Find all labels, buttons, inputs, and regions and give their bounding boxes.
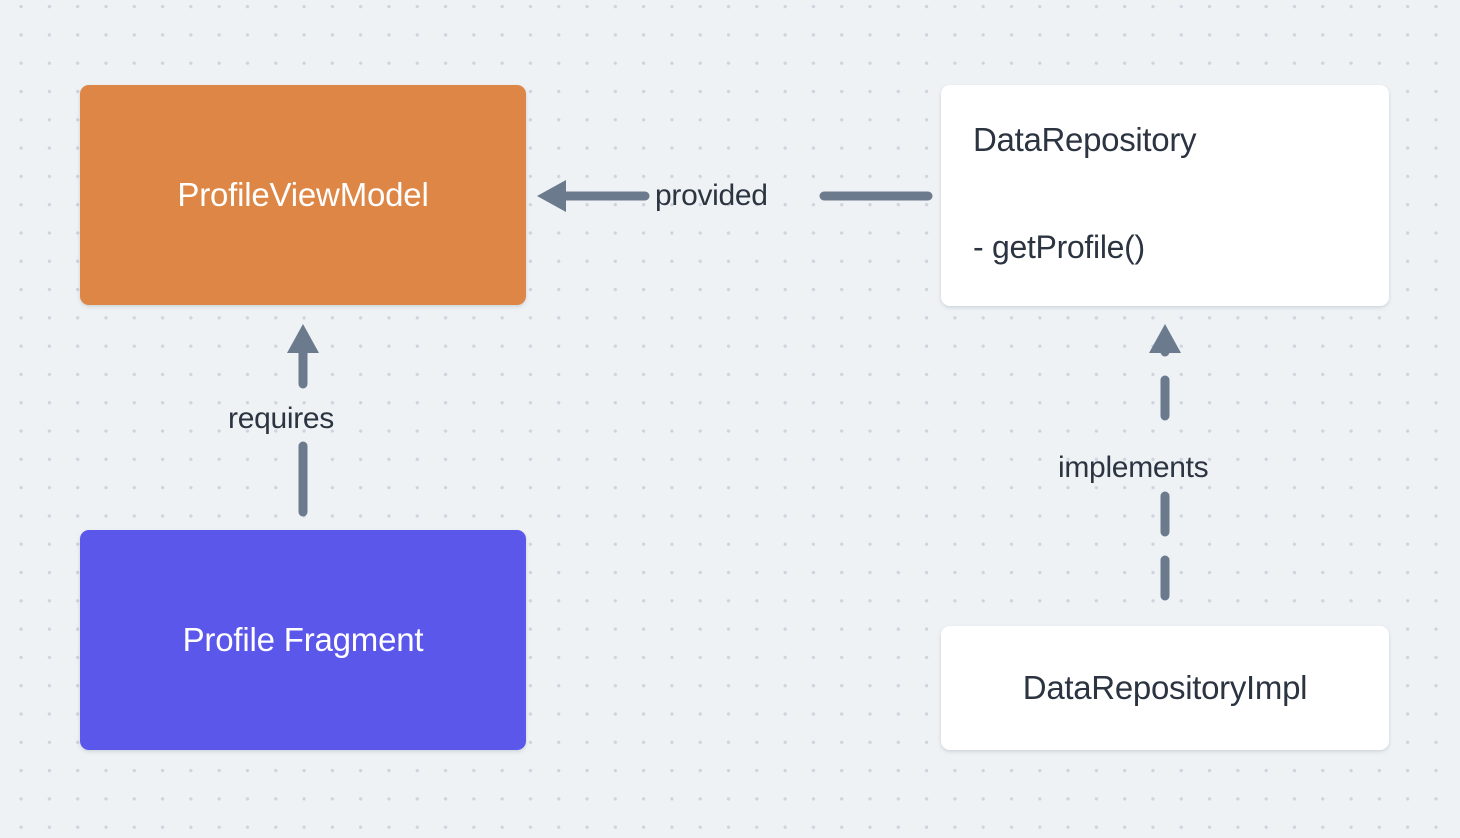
- edge-requires-arrowhead: [287, 324, 319, 353]
- node-data-repository[interactable]: DataRepository - getProfile(): [941, 85, 1389, 306]
- node-profile-fragment-title: Profile Fragment: [182, 620, 424, 658]
- node-data-repository-member-get-profile: - getProfile(): [973, 228, 1145, 265]
- node-data-repository-title: DataRepository: [973, 121, 1197, 158]
- node-data-repository-impl-title: DataRepositoryImpl: [1022, 669, 1308, 706]
- edge-label-requires: requires: [228, 402, 334, 435]
- edge-label-provided: provided: [655, 179, 768, 212]
- node-profile-fragment[interactable]: Profile Fragment: [80, 530, 526, 750]
- edge-label-implements: implements: [1058, 451, 1209, 484]
- edge-implements-arrowhead: [1149, 324, 1181, 353]
- node-profile-view-model-title: ProfileViewModel: [177, 175, 429, 213]
- node-profile-view-model[interactable]: ProfileViewModel: [80, 85, 526, 305]
- edge-provided-arrowhead: [537, 180, 566, 212]
- node-data-repository-impl[interactable]: DataRepositoryImpl: [941, 626, 1389, 750]
